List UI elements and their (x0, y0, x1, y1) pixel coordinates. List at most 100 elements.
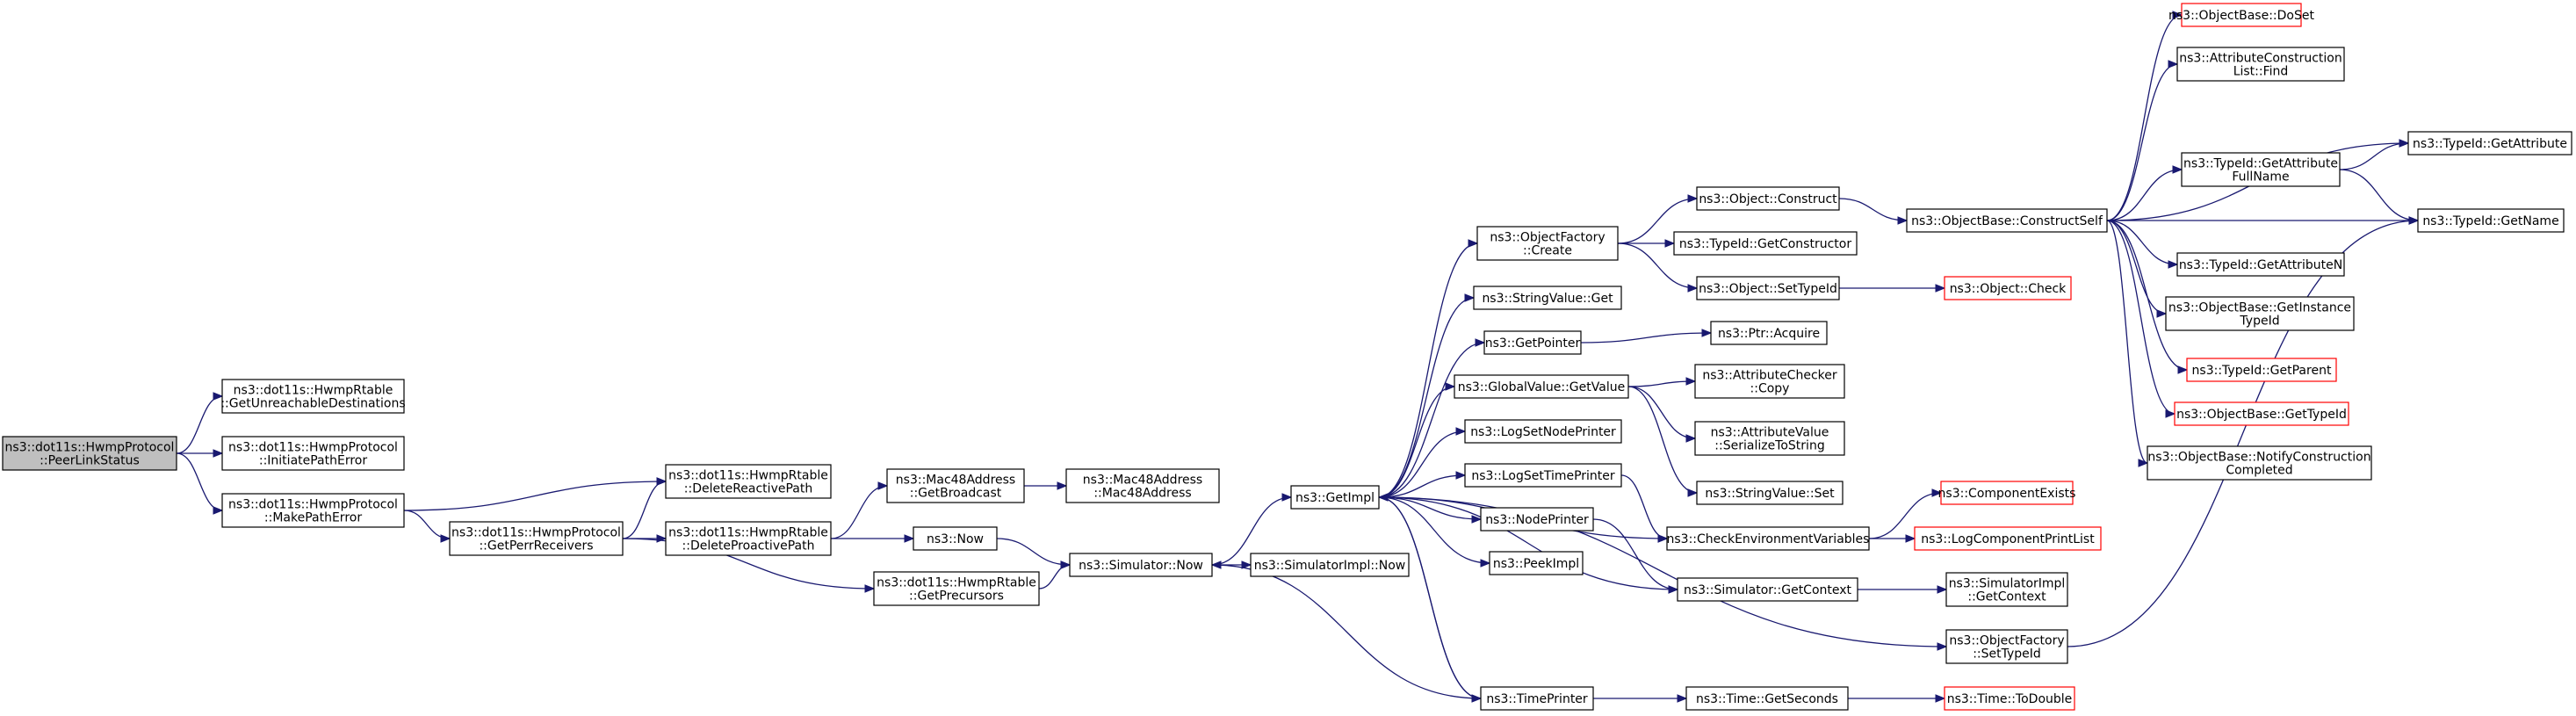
node-objectfactorycreate[interactable]: ns3::ObjectFactory::Create (1476, 226, 1619, 261)
node-typeidgetparent[interactable]: ns3::TypeId::GetParent (2186, 358, 2337, 382)
node-objectsettypeid[interactable]: ns3::Object::SetTypeId (1696, 276, 1840, 300)
node-stringvalueset[interactable]: ns3::StringValue::Set (1696, 481, 1844, 505)
node-typeidgetconstructor[interactable]: ns3::TypeId::GetConstructor (1673, 231, 1858, 256)
node-doset[interactable]: ns3::ObjectBase::DoSet (2168, 3, 2314, 27)
node-box-typeidgetname[interactable] (2417, 208, 2565, 233)
node-box-stringvalueget[interactable] (1473, 286, 1622, 310)
node-box-getunreachable[interactable] (221, 379, 405, 414)
node-simulatornow[interactable]: ns3::Simulator::Now (1069, 553, 1213, 577)
node-constructself[interactable]: ns3::ObjectBase::ConstructSelf (1906, 208, 2108, 233)
node-box-typeidgetparent[interactable] (2186, 358, 2337, 382)
node-logsetnodeprinter[interactable]: ns3::LogSetNodePrinter (1464, 419, 1622, 444)
node-box-peerlinkstatus[interactable] (2, 436, 177, 471)
node-getpointer[interactable]: ns3::GetPointer (1483, 330, 1582, 355)
node-timetodouble[interactable]: ns3::Time::ToDouble (1944, 686, 2075, 711)
node-box-timeprinter[interactable] (1480, 686, 1594, 711)
node-peekimpl[interactable]: ns3::PeekImpl (1489, 551, 1584, 575)
node-box-simulatornow[interactable] (1069, 553, 1213, 577)
node-getperrreceivers[interactable]: ns3::dot11s::HwmpProtocol::GetPerrReceiv… (449, 521, 624, 556)
node-getbroadcast[interactable]: ns3::Mac48Address::GetBroadcast (886, 468, 1025, 503)
node-initiatepatherror[interactable]: ns3::dot11s::HwmpProtocol::InitiatePathE… (221, 436, 405, 471)
node-objectfactorysettypeid[interactable]: ns3::ObjectFactory::SetTypeId (1945, 629, 2068, 664)
node-attributecheckercopy[interactable]: ns3::AttributeChecker::Copy (1694, 364, 1845, 399)
node-box-getattributefullname[interactable] (2181, 152, 2341, 187)
node-box-logcomponentprintlist[interactable] (1914, 526, 2102, 551)
node-makepatherror[interactable]: ns3::dot11s::HwmpProtocol::MakePathError (221, 493, 405, 528)
node-box-timegetseconds[interactable] (1685, 686, 1849, 711)
node-box-globalvaluegetvalue[interactable] (1454, 374, 1629, 399)
node-simimplgetcontext[interactable]: ns3::SimulatorImpl::GetContext (1945, 572, 2068, 607)
node-objectconstruct[interactable]: ns3::Object::Construct (1696, 186, 1840, 211)
node-box-getprecursors[interactable] (873, 571, 1040, 606)
node-box-mac48address[interactable] (1065, 468, 1220, 503)
node-box-getpointer[interactable] (1483, 330, 1582, 355)
node-box-deleteproactivepath[interactable] (665, 521, 832, 556)
node-simulatorimplnow[interactable]: ns3::SimulatorImpl::Now (1250, 553, 1410, 577)
node-objectbasegettypeid[interactable]: ns3::ObjectBase::GetTypeId (2174, 401, 2349, 426)
node-timegetseconds[interactable]: ns3::Time::GetSeconds (1685, 686, 1849, 711)
node-box-objectbasegettypeid[interactable] (2174, 401, 2349, 426)
node-box-getattributen[interactable] (2176, 252, 2345, 277)
node-box-componentexists[interactable] (1940, 481, 2074, 505)
node-box-objectsettypeid[interactable] (1696, 276, 1840, 300)
node-typeidgetattribute[interactable]: ns3::TypeId::GetAttribute (2407, 131, 2572, 155)
node-box-attributecheckercopy[interactable] (1694, 364, 1845, 399)
node-box-logsetnodeprinter[interactable] (1464, 419, 1622, 444)
node-getprecursors[interactable]: ns3::dot11s::HwmpRtable::GetPrecursors (873, 571, 1040, 606)
node-box-typeidgetconstructor[interactable] (1673, 231, 1858, 256)
node-attributevalueserialize[interactable]: ns3::AttributeValue::SerializeToString (1694, 421, 1845, 456)
node-deletereactivepath[interactable]: ns3::dot11s::HwmpRtable::DeleteReactiveP… (665, 464, 832, 499)
node-box-nodeprinter[interactable] (1480, 507, 1594, 532)
node-notifyconstructioncompleted[interactable]: ns3::ObjectBase::NotifyConstructionCompl… (2147, 445, 2372, 481)
node-box-constructself[interactable] (1906, 208, 2108, 233)
node-box-simulatorimplnow[interactable] (1250, 553, 1410, 577)
node-box-getbroadcast[interactable] (886, 468, 1025, 503)
node-box-getinstancetypeid[interactable] (2165, 296, 2355, 331)
node-box-initiatepatherror[interactable] (221, 436, 405, 471)
node-getimpl[interactable]: ns3::GetImpl (1290, 485, 1380, 510)
node-box-ptracquire[interactable] (1710, 321, 1828, 345)
node-box-objectfactorycreate[interactable] (1476, 226, 1619, 261)
node-objectcheck[interactable]: ns3::Object::Check (1944, 276, 2072, 300)
node-box-objectcheck[interactable] (1944, 276, 2072, 300)
node-nodeprinter[interactable]: ns3::NodePrinter (1480, 507, 1594, 532)
node-box-timetodouble[interactable] (1944, 686, 2075, 711)
node-peerlinkstatus[interactable]: ns3::dot11s::HwmpProtocol::PeerLinkStatu… (2, 436, 177, 471)
node-box-typeidgetattribute[interactable] (2407, 131, 2572, 155)
node-box-attributevalueserialize[interactable] (1694, 421, 1845, 456)
node-box-stringvalueset[interactable] (1696, 481, 1844, 505)
node-box-doset[interactable] (2181, 3, 2302, 27)
node-getattributen[interactable]: ns3::TypeId::GetAttributeN (2176, 252, 2345, 277)
node-stringvalueget[interactable]: ns3::StringValue::Get (1473, 286, 1622, 310)
node-box-objectconstruct[interactable] (1696, 186, 1840, 211)
node-checkenvvars[interactable]: ns3::CheckEnvironmentVariables (1666, 526, 1870, 551)
node-box-checkenvvars[interactable] (1666, 526, 1870, 551)
node-typeidgetname[interactable]: ns3::TypeId::GetName (2417, 208, 2565, 233)
node-simgetcontext[interactable]: ns3::Simulator::GetContext (1677, 577, 1858, 602)
node-box-objectfactorysettypeid[interactable] (1945, 629, 2068, 664)
node-now[interactable]: ns3::Now (913, 526, 998, 551)
node-ptracquire[interactable]: ns3::Ptr::Acquire (1710, 321, 1828, 345)
node-box-makepatherror[interactable] (221, 493, 405, 528)
node-box-notifyconstructioncompleted[interactable] (2147, 445, 2372, 481)
node-box-attrconstructionlistfind[interactable] (2176, 47, 2345, 82)
node-box-simimplgetcontext[interactable] (1945, 572, 2068, 607)
node-logcomponentprintlist[interactable]: ns3::LogComponentPrintList (1914, 526, 2102, 551)
node-box-now[interactable] (913, 526, 998, 551)
node-getunreachable[interactable]: ns3::dot11s::HwmpRtable::GetUnreachableD… (220, 379, 406, 414)
node-box-getperrreceivers[interactable] (449, 521, 624, 556)
node-timeprinter[interactable]: ns3::TimePrinter (1480, 686, 1594, 711)
node-componentexists[interactable]: ns3::ComponentExists (1938, 481, 2076, 505)
node-box-logsettimeprinter[interactable] (1464, 463, 1622, 488)
node-deleteproactivepath[interactable]: ns3::dot11s::HwmpRtable::DeleteProactive… (665, 521, 832, 556)
node-box-peekimpl[interactable] (1489, 551, 1584, 575)
node-box-getimpl[interactable] (1290, 485, 1380, 510)
node-mac48address[interactable]: ns3::Mac48Address::Mac48Address (1065, 468, 1220, 503)
node-logsettimeprinter[interactable]: ns3::LogSetTimePrinter (1464, 463, 1622, 488)
node-box-deletereactivepath[interactable] (665, 464, 832, 499)
node-box-simgetcontext[interactable] (1677, 577, 1858, 602)
node-globalvaluegetvalue[interactable]: ns3::GlobalValue::GetValue (1454, 374, 1629, 399)
